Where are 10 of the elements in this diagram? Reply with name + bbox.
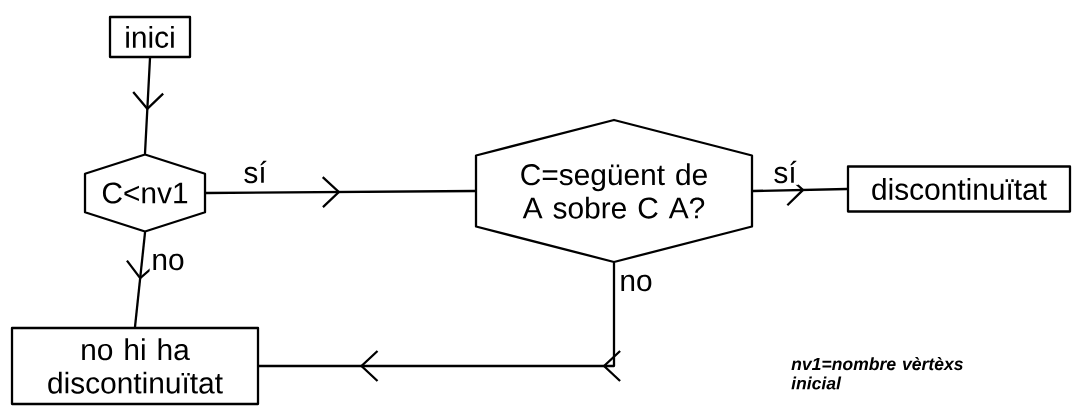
note-text: nv1=nombre vèrtèxs inicial	[791, 357, 963, 390]
process-box: inici	[108, 15, 192, 59]
edge-label: sí	[241, 159, 269, 185]
edge-label: sí	[771, 159, 799, 185]
edge-label: no	[149, 252, 187, 272]
decision-hexagon: C<nv1	[83, 153, 207, 233]
process-box: no hi ha discontinuïtat	[10, 326, 260, 406]
decision-hexagon: C=següent de A sobre C A?	[474, 118, 754, 264]
edge-label: no	[617, 273, 655, 293]
process-box: discontinuïtat	[846, 165, 1072, 213]
